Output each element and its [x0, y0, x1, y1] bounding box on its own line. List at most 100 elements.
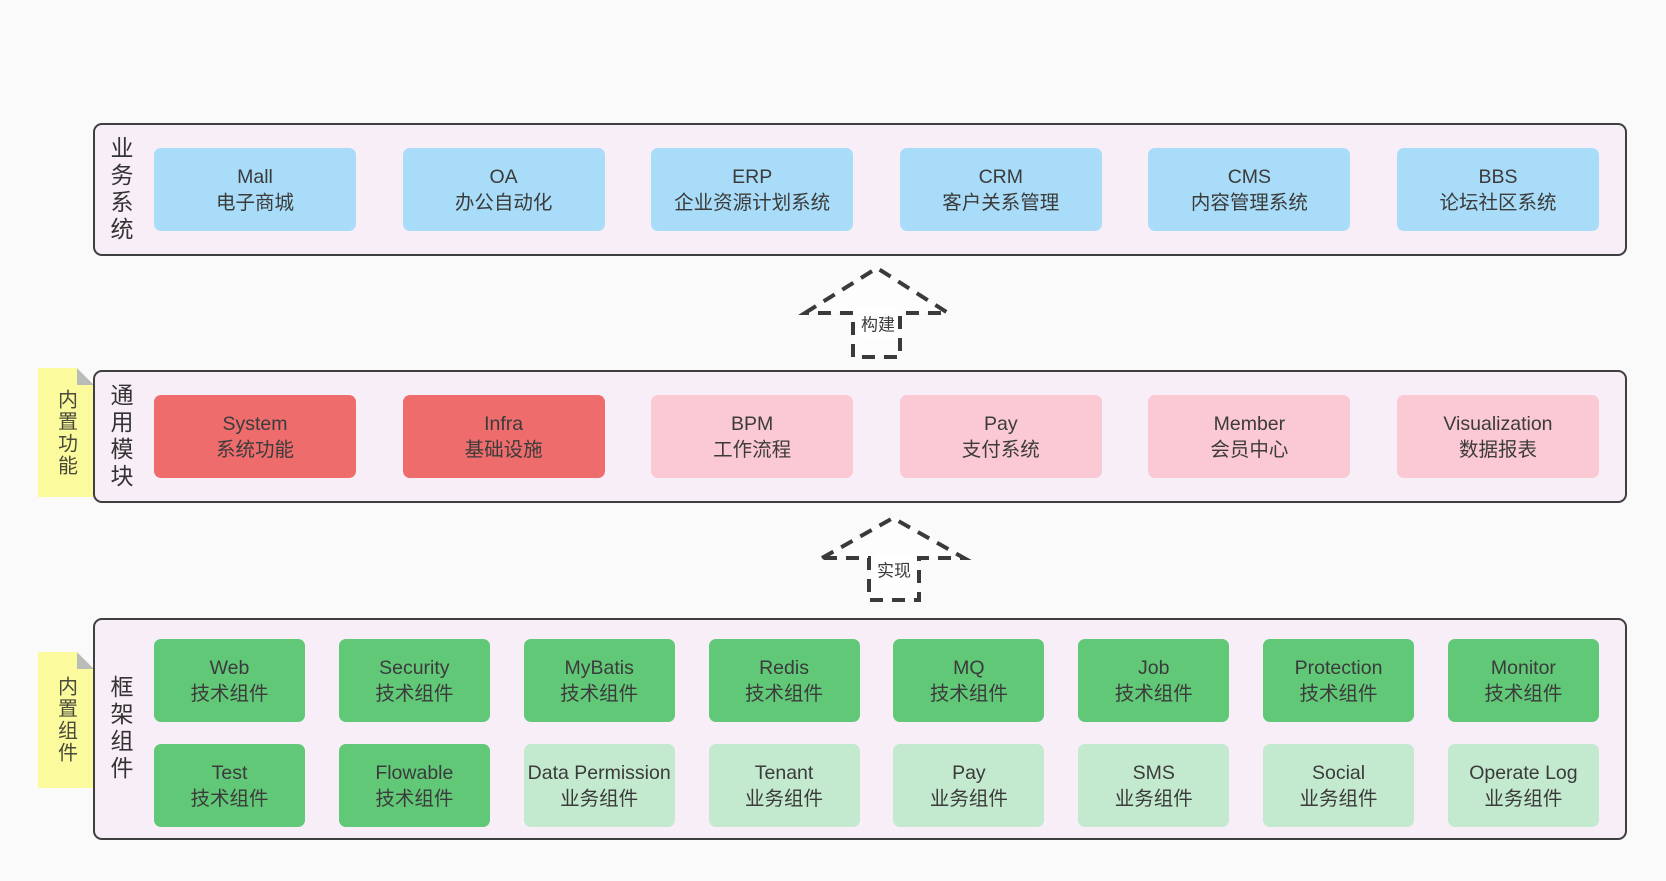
box-subtitle: 技术组件: [560, 682, 639, 705]
box-subtitle: 客户关系管理: [942, 191, 1060, 214]
box-title: Web: [209, 656, 250, 679]
note-fold-corner-icon: [77, 368, 94, 385]
box-title: Security: [379, 656, 450, 679]
box-subtitle: 技术组件: [190, 682, 269, 705]
box-subtitle: 系统功能: [215, 438, 294, 461]
box-title: ERP: [732, 165, 773, 188]
box-subtitle: 业务组件: [929, 787, 1008, 810]
box-title: Protection: [1294, 656, 1383, 679]
box-title: Flowable: [375, 761, 454, 784]
layer-title-business: 业务系统: [95, 125, 145, 254]
note-built-in-components: 内置组件: [38, 652, 94, 788]
note-text: 内置组件: [54, 676, 77, 764]
box-subtitle: 电子商城: [215, 191, 294, 214]
box-title: Tenant: [754, 761, 814, 784]
box-subtitle: 技术组件: [745, 682, 824, 705]
box-subtitle: 数据报表: [1458, 438, 1537, 461]
module-box-row: System 系统功能 Infra 基础设施 BPM 工作流程 Pay 支付系统…: [154, 372, 1599, 501]
box-subtitle: 内容管理系统: [1190, 191, 1308, 214]
note-text: 内置功能: [54, 388, 77, 477]
box-subtitle: 业务组件: [745, 787, 824, 810]
box-subtitle: 业务组件: [560, 787, 639, 810]
box-oa: OA 办公自动化: [402, 148, 605, 231]
box-security: Security 技术组件: [338, 639, 490, 722]
box-web: Web 技术组件: [154, 639, 305, 722]
box-title: Operate Log: [1469, 761, 1578, 784]
box-subtitle: 技术组件: [929, 682, 1008, 705]
box-visualization: Visualization 数据报表: [1396, 395, 1599, 478]
box-subtitle: 技术组件: [375, 787, 454, 810]
box-infra: Infra 基础设施: [402, 395, 605, 478]
implement-arrow-label: 实现: [874, 554, 914, 584]
box-title: Visualization: [1443, 412, 1553, 435]
box-redis: Redis 技术组件: [708, 639, 860, 722]
box-title: Member: [1213, 412, 1286, 435]
box-title: SMS: [1132, 761, 1175, 784]
box-title: Job: [1137, 656, 1170, 679]
box-bbs: BBS 论坛社区系统: [1396, 148, 1599, 231]
box-subtitle: 技术组件: [1299, 682, 1378, 705]
box-subtitle: 企业资源计划系统: [674, 191, 831, 214]
layer-title-text: 框架组件: [107, 675, 133, 783]
box-tenant: Tenant 业务组件: [708, 744, 860, 827]
box-subtitle: 会员中心: [1210, 438, 1289, 461]
box-title: MyBatis: [564, 656, 634, 679]
layer-title-text: 通用模块: [107, 382, 133, 491]
box-bpm: BPM 工作流程: [651, 395, 854, 478]
box-flowable: Flowable 技术组件: [338, 744, 490, 827]
box-title: BPM: [731, 412, 774, 435]
box-title: Pay: [952, 761, 986, 784]
layer-common-modules: 通用模块 System 系统功能 Infra 基础设施 BPM 工作流程 Pay…: [93, 370, 1627, 503]
box-sms: SMS 业务组件: [1078, 744, 1230, 827]
box-subtitle: 技术组件: [1484, 682, 1563, 705]
box-subtitle: 技术组件: [190, 787, 269, 810]
box-subtitle: 业务组件: [1114, 787, 1193, 810]
box-mq: MQ 技术组件: [893, 639, 1045, 722]
box-title: BBS: [1478, 165, 1518, 188]
box-title: Mall: [237, 165, 273, 188]
box-title: Pay: [983, 412, 1018, 435]
box-subtitle: 技术组件: [1114, 682, 1193, 705]
box-test: Test 技术组件: [154, 744, 305, 827]
box-pay: Pay 支付系统: [899, 395, 1102, 478]
box-title: Test: [211, 761, 248, 784]
component-box-row-2: Test 技术组件 Flowable 技术组件 Data Permission …: [154, 744, 1599, 827]
box-subtitle: 业务组件: [1299, 787, 1378, 810]
box-crm: CRM 客户关系管理: [899, 148, 1102, 231]
box-data-permission: Data Permission 业务组件: [523, 744, 675, 827]
box-subtitle: 论坛社区系统: [1439, 191, 1557, 214]
box-system: System 系统功能: [154, 395, 356, 478]
box-member: Member 会员中心: [1148, 395, 1351, 478]
box-title: Monitor: [1490, 656, 1556, 679]
box-social: Social 业务组件: [1263, 744, 1415, 827]
layer-title-components: 框架组件: [95, 620, 145, 838]
box-erp: ERP 企业资源计划系统: [651, 148, 854, 231]
layer-business-systems: 业务系统 Mall 电子商城 OA 办公自动化 ERP 企业资源计划系统 CRM…: [93, 123, 1627, 256]
box-cms: CMS 内容管理系统: [1148, 148, 1351, 231]
layer-framework-components: 框架组件 Web 技术组件 Security 技术组件 MyBatis 技术组件…: [93, 618, 1627, 840]
box-title: OA: [489, 165, 518, 188]
box-job: Job 技术组件: [1078, 639, 1230, 722]
box-subtitle: 办公自动化: [454, 191, 553, 214]
note-built-in-functions: 内置功能: [38, 368, 94, 497]
box-title: Social: [1312, 761, 1366, 784]
build-arrow-label: 构建: [858, 308, 898, 338]
box-operate-log: Operate Log 业务组件: [1447, 744, 1599, 827]
box-title: Data Permission: [527, 761, 671, 784]
business-box-row: Mall 电子商城 OA 办公自动化 ERP 企业资源计划系统 CRM 客户关系…: [154, 125, 1599, 254]
box-subtitle: 工作流程: [713, 438, 792, 461]
box-protection: Protection 技术组件: [1263, 639, 1415, 722]
box-title: CRM: [978, 165, 1023, 188]
box-title: CMS: [1227, 165, 1272, 188]
box-title: System: [222, 412, 288, 435]
box-mall: Mall 电子商城: [154, 148, 356, 231]
box-title: MQ: [953, 656, 985, 679]
box-monitor: Monitor 技术组件: [1447, 639, 1599, 722]
component-box-row-1: Web 技术组件 Security 技术组件 MyBatis 技术组件 Redi…: [154, 639, 1599, 722]
box-pay-biz: Pay 业务组件: [893, 744, 1045, 827]
layer-title-modules: 通用模块: [95, 372, 145, 501]
box-title: Infra: [484, 412, 524, 435]
box-subtitle: 基础设施: [464, 438, 543, 461]
layer-title-text: 业务系统: [107, 135, 133, 244]
box-subtitle: 支付系统: [961, 438, 1040, 461]
